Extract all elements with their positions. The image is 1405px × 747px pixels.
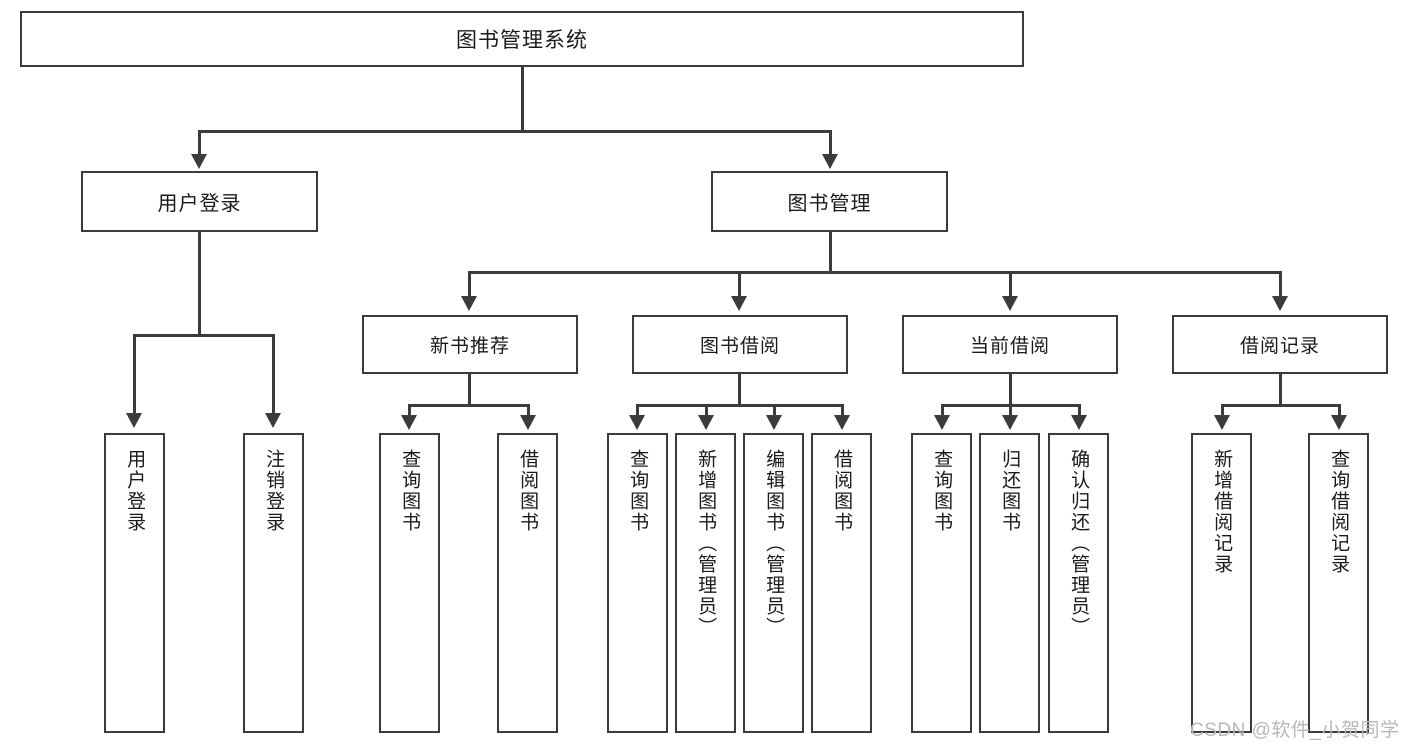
arrow-current-leaf2 (1002, 415, 1018, 430)
leaf-current-query-book[interactable]: 查询图书 (911, 433, 972, 733)
connector-root-stem (521, 67, 524, 132)
node-label: 图书管理系统 (456, 29, 588, 52)
leaf-label: 查询图书 (627, 449, 649, 533)
leaf-borrow-borrow-book[interactable]: 借阅图书 (811, 433, 872, 733)
connector-borrow-bus (636, 404, 844, 407)
arrow-userlogin-leaf1 (126, 413, 142, 428)
connector-record-leaf2 (1338, 404, 1341, 416)
arrow-userlogin-leaf2 (265, 413, 281, 428)
connector-newbook-stem (468, 374, 471, 407)
connector-bookmgmt-to-borrow (738, 271, 741, 297)
leaf-label: 确认归还（管理员） (1068, 449, 1090, 638)
connector-root-bus (198, 130, 832, 133)
node-book-management[interactable]: 图书管理 (711, 171, 948, 232)
leaf-label: 注销登录 (263, 449, 285, 533)
arrow-borrow-leaf2 (698, 415, 714, 430)
connector-userlogin-leaf2 (272, 334, 275, 414)
connector-bookmgmt-to-record (1279, 271, 1282, 297)
connector-bookmgmt-stem (829, 232, 832, 274)
node-label: 借阅记录 (1239, 336, 1320, 357)
connector-current-leaf1 (941, 404, 944, 416)
connector-borrow-leaf1 (636, 404, 639, 416)
connector-newbook-leaf2 (527, 404, 530, 416)
connector-bookmgmt-to-current (1009, 271, 1012, 297)
node-label: 新书推荐 (429, 336, 510, 357)
connector-record-leaf1 (1221, 404, 1224, 416)
arrow-newbook-leaf2 (520, 415, 536, 430)
connector-borrow-leaf3 (773, 404, 776, 416)
arrow-borrow-leaf4 (834, 415, 850, 430)
node-new-book-recommend[interactable]: 新书推荐 (362, 315, 578, 374)
connector-borrow-leaf4 (841, 404, 844, 416)
watermark-credit: CSDN @软件_小贺同学 (1190, 720, 1400, 741)
arrow-record-leaf1 (1214, 415, 1230, 430)
leaf-borrow-add-book[interactable]: 新增图书（管理员） (675, 433, 736, 733)
node-label: 用户登录 (157, 193, 242, 215)
leaf-user-login-login[interactable]: 用户登录 (104, 433, 165, 733)
connector-current-leaf3 (1078, 404, 1081, 416)
connector-bookmgmt-to-newbook (468, 271, 471, 297)
leaf-current-return-book[interactable]: 归还图书 (979, 433, 1040, 733)
node-label: 当前借阅 (969, 336, 1050, 357)
connector-userlogin-stem (198, 232, 201, 337)
connector-borrow-leaf2 (705, 404, 708, 416)
leaf-newbook-query-book[interactable]: 查询图书 (379, 433, 440, 733)
connector-borrow-stem (738, 374, 741, 407)
arrow-newbook-leaf1 (401, 415, 417, 430)
leaf-borrow-edit-book[interactable]: 编辑图书（管理员） (743, 433, 804, 733)
leaf-label: 查询图书 (399, 449, 421, 533)
arrow-bookmgmt-to-newbook (461, 296, 477, 311)
arrow-bookmgmt-to-current (1002, 296, 1018, 311)
node-root-system[interactable]: 图书管理系统 (20, 11, 1024, 67)
arrow-current-leaf3 (1071, 415, 1087, 430)
leaf-newbook-borrow-book[interactable]: 借阅图书 (497, 433, 558, 733)
arrow-borrow-leaf3 (766, 415, 782, 430)
connector-root-to-userlogin (198, 130, 201, 155)
leaf-label: 借阅图书 (831, 449, 853, 533)
arrow-root-to-bookmgmt (822, 154, 838, 169)
leaf-user-login-logout[interactable]: 注销登录 (243, 433, 304, 733)
leaf-label: 用户登录 (124, 449, 146, 533)
connector-userlogin-bus (133, 334, 275, 337)
leaf-record-query-record[interactable]: 查询借阅记录 (1308, 433, 1369, 733)
connector-root-to-bookmgmt (829, 130, 832, 155)
connector-current-stem (1009, 374, 1012, 407)
arrow-bookmgmt-to-borrow (731, 296, 747, 311)
connector-newbook-bus (408, 404, 530, 407)
arrow-root-to-userlogin (191, 154, 207, 169)
leaf-label: 查询图书 (931, 449, 953, 533)
arrow-bookmgmt-to-record (1272, 296, 1288, 311)
leaf-label: 归还图书 (999, 449, 1021, 533)
connector-bookmgmt-bus (468, 271, 1280, 274)
node-label: 图书管理 (787, 193, 872, 215)
connector-record-bus (1221, 404, 1341, 407)
leaf-label: 编辑图书（管理员） (763, 449, 785, 638)
leaf-label: 借阅图书 (517, 449, 539, 533)
connector-current-leaf2 (1009, 404, 1012, 416)
node-label: 图书借阅 (699, 336, 780, 357)
node-book-borrow[interactable]: 图书借阅 (632, 315, 848, 374)
arrow-record-leaf2 (1331, 415, 1347, 430)
arrow-borrow-leaf1 (629, 415, 645, 430)
leaf-borrow-query-book[interactable]: 查询图书 (607, 433, 668, 733)
node-user-login[interactable]: 用户登录 (81, 171, 318, 232)
leaf-record-add-record[interactable]: 新增借阅记录 (1191, 433, 1252, 733)
leaf-label: 新增图书（管理员） (695, 449, 717, 638)
connector-userlogin-leaf1 (133, 334, 136, 414)
arrow-current-leaf1 (934, 415, 950, 430)
leaf-label: 查询借阅记录 (1328, 449, 1350, 575)
node-borrow-record[interactable]: 借阅记录 (1172, 315, 1388, 374)
connector-newbook-leaf1 (408, 404, 411, 416)
leaf-current-confirm-return[interactable]: 确认归还（管理员） (1048, 433, 1109, 733)
node-current-borrow[interactable]: 当前借阅 (902, 315, 1118, 374)
leaf-label: 新增借阅记录 (1211, 449, 1233, 575)
connector-record-stem (1279, 374, 1282, 407)
